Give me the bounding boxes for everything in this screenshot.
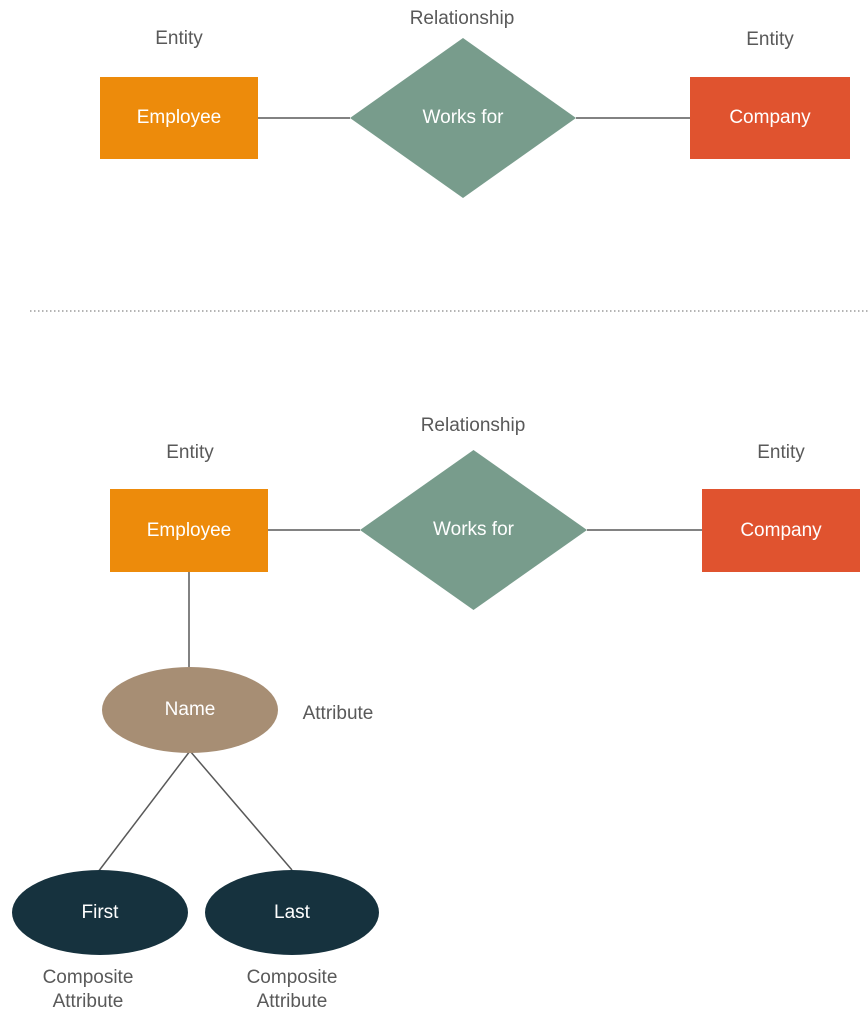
top-employee-entity-box: Employee [100, 77, 258, 159]
top-company-entity-box: Company [690, 77, 850, 159]
name-attribute-ellipse: Name [102, 667, 278, 753]
top-employee-entity-label: Employee [136, 107, 222, 128]
first-composite-attribute-ellipse: First [12, 870, 188, 955]
bottom-relationship-caption: Relationship [420, 415, 526, 436]
bottom-right-entity-caption: Entity [757, 442, 805, 463]
name-attribute-label: Name [164, 699, 216, 720]
bottom-left-entity-caption: Entity [166, 442, 214, 463]
top-relationship-caption: Relationship [409, 8, 515, 29]
connector-name-first [97, 750, 191, 873]
top-right-entity-caption: Entity [746, 29, 794, 50]
left-composite-attribute-caption: Composite Attribute [42, 967, 134, 1012]
top-works-for-relationship-label: Works for [422, 107, 504, 128]
last-composite-attribute-label: Last [274, 901, 310, 923]
attribute-caption: Attribute [302, 703, 374, 724]
top-company-entity-label: Company [729, 107, 811, 128]
bottom-employee-entity-box: Employee [110, 489, 268, 572]
first-composite-attribute-label: First [81, 901, 119, 923]
bottom-company-entity-label: Company [740, 519, 822, 541]
last-composite-attribute-ellipse: Last [205, 870, 379, 955]
bottom-employee-entity-label: Employee [146, 519, 232, 541]
bottom-company-entity-box: Company [702, 489, 860, 572]
top-left-entity-caption: Entity [155, 28, 203, 49]
connector-name-last [189, 750, 293, 871]
right-composite-attribute-caption: Composite Attribute [246, 967, 338, 1012]
bottom-works-for-relationship-label: Works for [433, 519, 514, 540]
